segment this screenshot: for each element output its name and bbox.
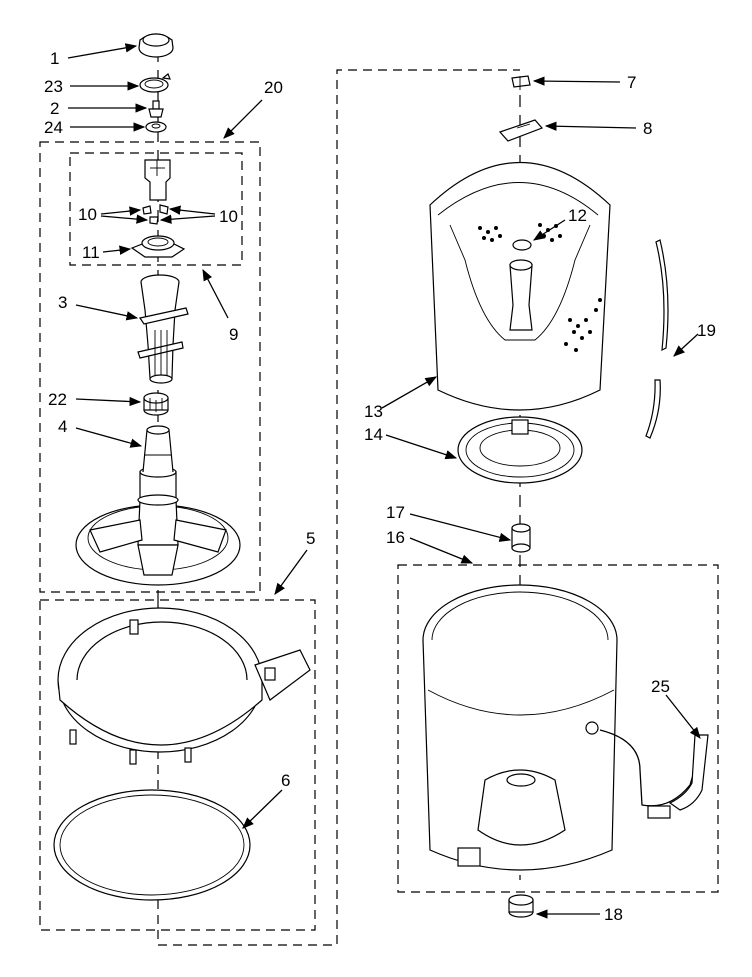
callout-3: 3: [58, 293, 67, 312]
leader-25: [665, 694, 701, 739]
callout-7: 7: [627, 73, 636, 92]
part-25-hose: [599, 729, 709, 819]
part-16-outer-tub: [422, 584, 618, 871]
leader-7: [532, 76, 621, 86]
group-box-5: [39, 599, 316, 931]
basket-perforations: [478, 223, 602, 352]
callout-18: 18: [604, 905, 623, 924]
callout-14: 14: [364, 425, 383, 444]
leader-14: [385, 434, 458, 460]
part-18-foot: [508, 894, 534, 918]
group-box-9: [69, 152, 243, 266]
callout-16: 16: [386, 528, 405, 547]
part-2-bolt: [148, 100, 164, 118]
part-17-coupling: [511, 523, 531, 553]
callout-5: 5: [306, 529, 315, 548]
part-9-cam-top: [144, 159, 171, 201]
part-23-clip: [139, 73, 171, 93]
leader-19: [673, 333, 699, 357]
leader-10a-2: [100, 214, 149, 224]
part-19-strip: [645, 239, 669, 439]
leader-4: [75, 427, 143, 448]
leader-10a-1: [100, 206, 142, 216]
callout-11: 11: [82, 243, 100, 262]
part-4-agitator: [75, 425, 241, 586]
leader-6: [242, 789, 283, 829]
part-13-basket: [429, 161, 611, 411]
callout-10b: 10: [219, 207, 238, 226]
callout-9: 9: [229, 325, 238, 344]
callout-6: 6: [281, 771, 290, 790]
leader-11: [102, 245, 132, 255]
leader-8: [544, 121, 637, 131]
leader-9: [202, 268, 229, 319]
leader-16: [409, 537, 474, 564]
leader-13: [381, 376, 438, 409]
leader-1: [67, 43, 138, 59]
callout-24: 24: [44, 118, 63, 137]
leader-12: [533, 219, 566, 241]
callout-13: 13: [364, 402, 383, 421]
callout-2: 2: [50, 99, 59, 118]
leader-10b-2: [159, 214, 216, 224]
group-box-20: [39, 141, 261, 593]
part-6-gasket-ring: [53, 789, 251, 901]
callout-10a: 10: [78, 205, 97, 224]
callout-19: 19: [697, 321, 716, 340]
callout-1: 1: [50, 49, 59, 68]
leader-10b-1: [168, 205, 216, 215]
leader-17: [409, 513, 512, 542]
callout-17: 17: [386, 503, 405, 522]
leader-3: [75, 304, 139, 321]
part-24-washer: [145, 121, 167, 133]
callout-25: 25: [651, 677, 670, 696]
part-7-nut: [511, 75, 531, 90]
callout-20: 20: [264, 78, 283, 97]
callout-22: 22: [48, 390, 67, 409]
group-box-16: [397, 564, 719, 893]
part-22-bearing: [143, 392, 169, 416]
callout-8: 8: [643, 119, 652, 138]
leader-5: [274, 549, 308, 595]
part-1-cap: [138, 33, 174, 58]
leader-22: [75, 396, 142, 407]
part-14-drive-hub: [457, 416, 583, 484]
leader-20: [223, 99, 263, 139]
callout-4: 4: [58, 417, 67, 436]
part-10-dogs: [142, 204, 169, 225]
part-5-tub-ring: [57, 607, 311, 765]
part-3-auger: [137, 274, 189, 384]
callout-12: 12: [568, 206, 587, 225]
callout-23: 23: [44, 77, 63, 96]
part-11-ring: [130, 235, 186, 258]
part-8-hub-nut: [498, 119, 544, 142]
